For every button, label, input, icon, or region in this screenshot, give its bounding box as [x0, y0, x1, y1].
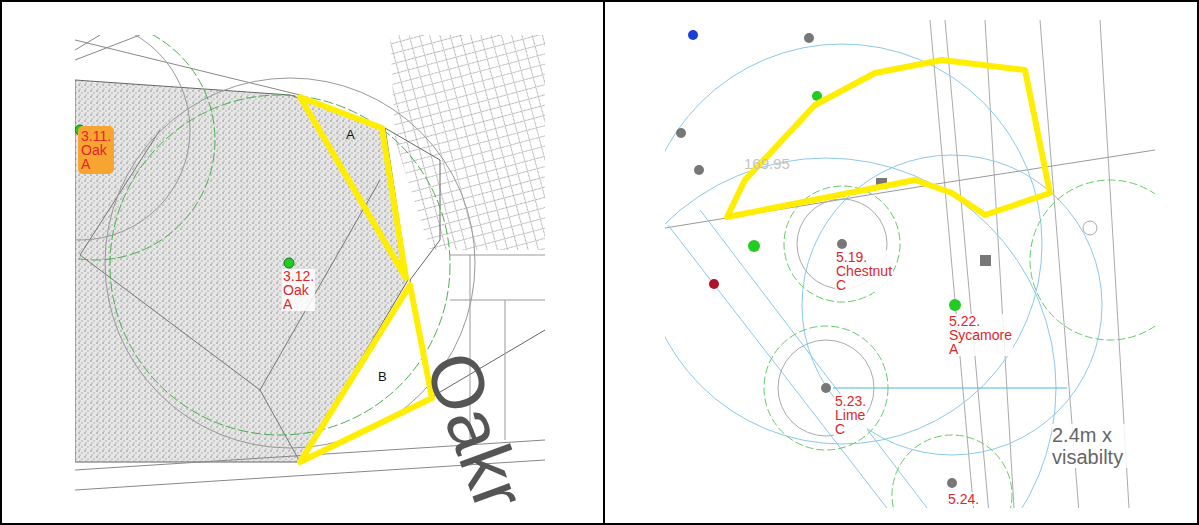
tree-label: 5.19. Chestnut C	[835, 250, 893, 292]
street-name: Oakr	[413, 343, 537, 519]
area-letter: B	[378, 370, 387, 383]
tree-label: 3.11. Oak A	[81, 129, 111, 171]
visibility-note: 2.4m x visabilty	[1052, 424, 1152, 468]
marked-area: A	[294, 92, 412, 284]
area-outline-path	[300, 97, 406, 278]
highlighted-tree-label: 3.11. Oak A	[78, 126, 114, 174]
tree-label: 5.23. Lime C	[834, 394, 867, 436]
right-map	[665, 20, 1155, 508]
tree-label: 3.12. Oak A	[282, 269, 315, 311]
area-outline	[294, 92, 412, 284]
area-letter: A	[346, 128, 355, 141]
spot-level: 169.95	[744, 156, 790, 171]
area-outline-path	[300, 285, 432, 462]
tree-label: 5.24.	[947, 492, 980, 506]
tree-label: 5.22. Sycamore A	[948, 314, 1013, 356]
